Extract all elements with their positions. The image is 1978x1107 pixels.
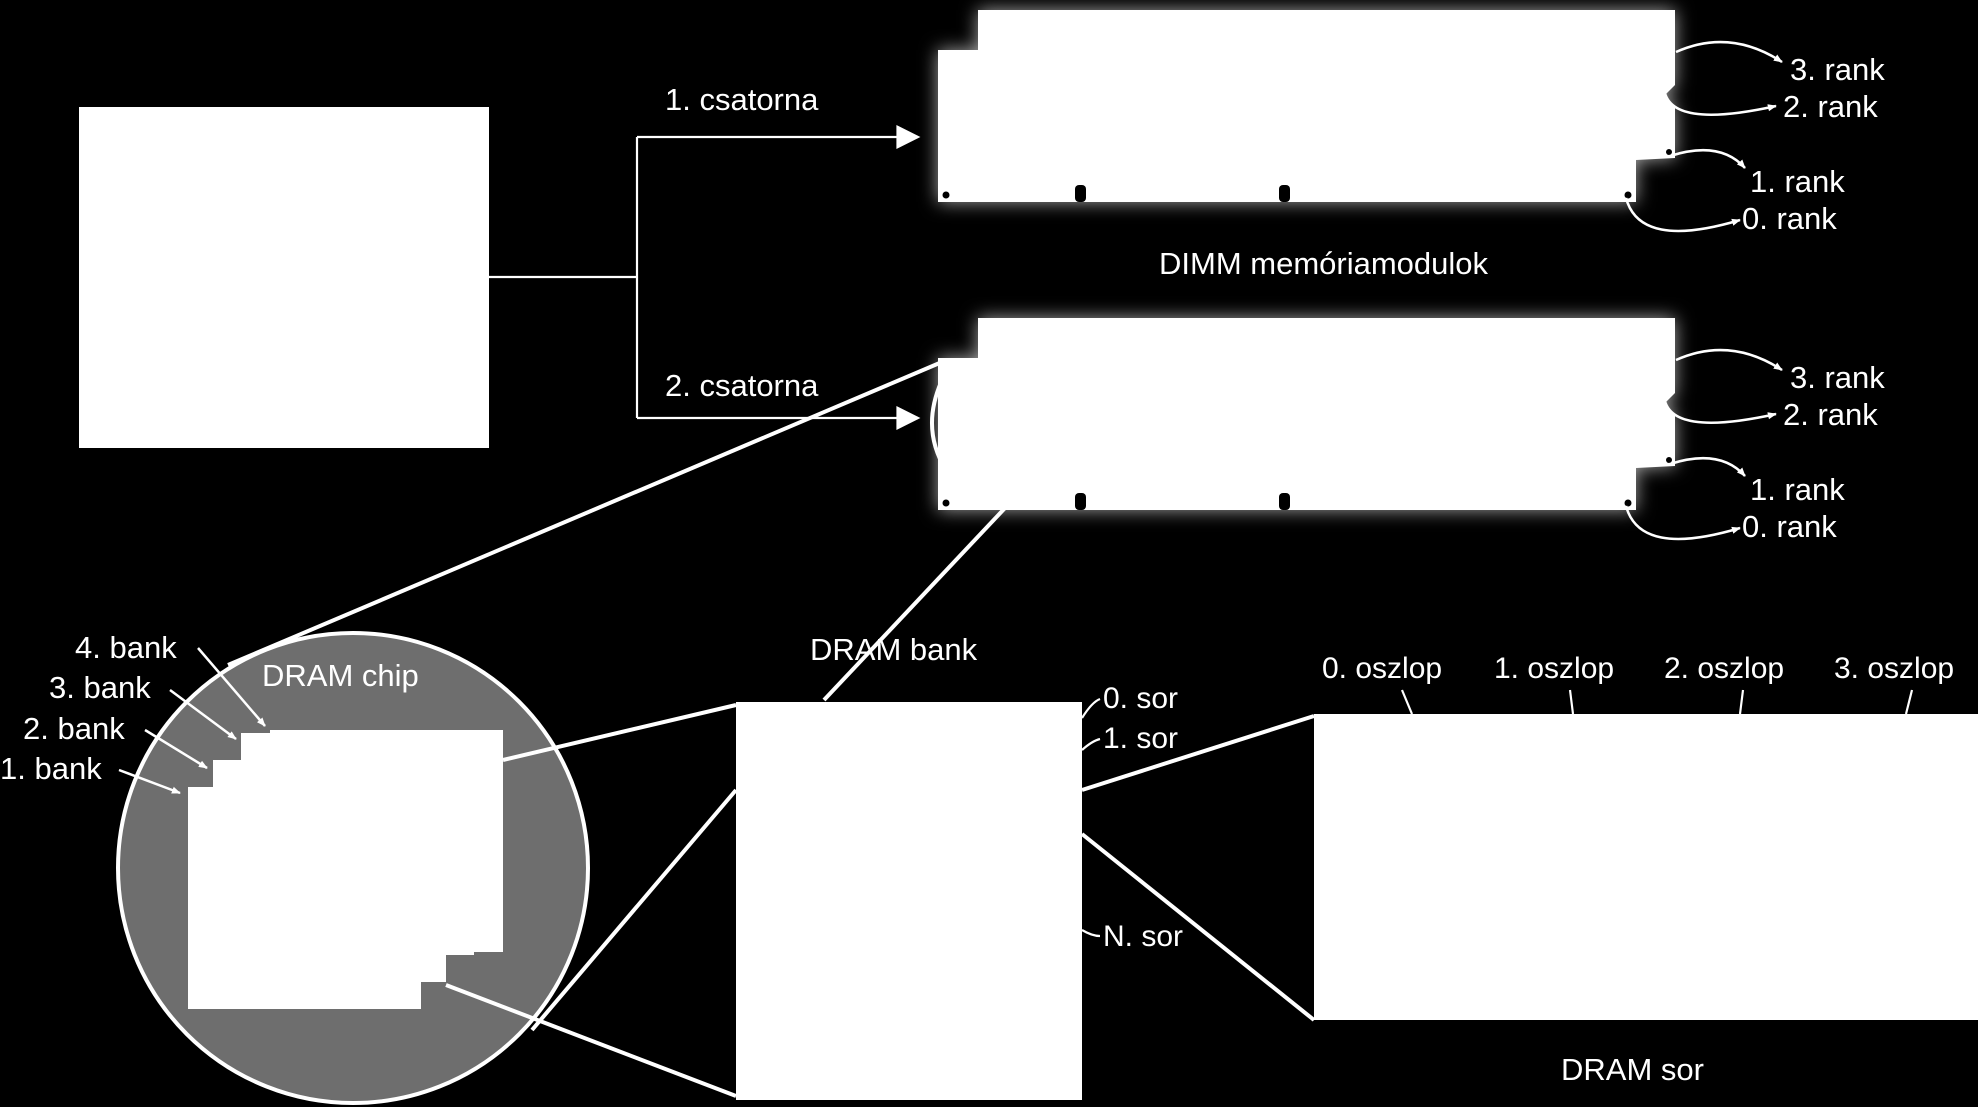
dram-chip-title: DRAM chip xyxy=(262,658,419,693)
row-label-1: 1. sor xyxy=(1103,722,1178,755)
dram-row-box xyxy=(1314,714,1978,1020)
zoom-lines-bank-to-row xyxy=(1080,714,1316,1022)
rank-label-bottom-1: 1. rank xyxy=(1750,472,1845,507)
dimm-module-1-notches xyxy=(942,149,1672,202)
memory-controller-box xyxy=(79,107,489,448)
rank-label-bottom-0: 0. rank xyxy=(1742,509,1837,544)
dimm-module-2 xyxy=(938,318,1675,510)
rank-label-top-3: 3. rank xyxy=(1790,52,1885,87)
row-leaders xyxy=(1081,697,1101,938)
bank-leader-arrows xyxy=(118,647,266,795)
row-label-0: 0. sor xyxy=(1103,682,1178,715)
zoom-lines-dimm-to-chip xyxy=(227,360,1007,702)
rank-arrows-bottom xyxy=(1624,348,1783,541)
column-label-1: 1. oszlop xyxy=(1494,652,1614,685)
rank-label-top-1: 1. rank xyxy=(1750,164,1845,199)
channel-2-label: 2. csatorna xyxy=(665,368,819,403)
dimm-module-2-notches xyxy=(942,457,1672,510)
dimm-caption: DIMM memóriamodulok xyxy=(1159,246,1489,281)
column-label-3: 3. oszlop xyxy=(1834,652,1954,685)
column-leaders xyxy=(1400,689,1914,715)
dimm-module-1 xyxy=(938,10,1675,202)
column-label-2: 2. oszlop xyxy=(1664,652,1784,685)
channel-1-label: 1. csatorna xyxy=(665,82,819,117)
dram-bank-title: DRAM bank xyxy=(810,632,978,667)
selected-chip-highlight xyxy=(930,371,948,472)
rank-label-bottom-3: 3. rank xyxy=(1790,360,1885,395)
rank-label-top-2: 2. rank xyxy=(1783,89,1878,124)
bank-stack xyxy=(188,730,503,1009)
bank-label-3: 3. bank xyxy=(49,670,151,705)
dram-row-title: DRAM sor xyxy=(1561,1052,1704,1087)
column-label-0: 0. oszlop xyxy=(1322,652,1442,685)
bank-label-2: 2. bank xyxy=(23,711,125,746)
channel-wiring xyxy=(489,125,921,430)
rank-label-top-0: 0. rank xyxy=(1742,201,1837,236)
bank-label-1: 1. bank xyxy=(0,751,102,786)
bank-label-4: 4. bank xyxy=(75,630,177,665)
row-label-n: N. sor xyxy=(1103,920,1183,953)
zoom-lines-chip-to-bank xyxy=(445,703,738,1098)
rank-arrows-top xyxy=(1624,40,1783,233)
rank-label-bottom-2: 2. rank xyxy=(1783,397,1878,432)
dram-bank-box xyxy=(736,702,1082,1100)
